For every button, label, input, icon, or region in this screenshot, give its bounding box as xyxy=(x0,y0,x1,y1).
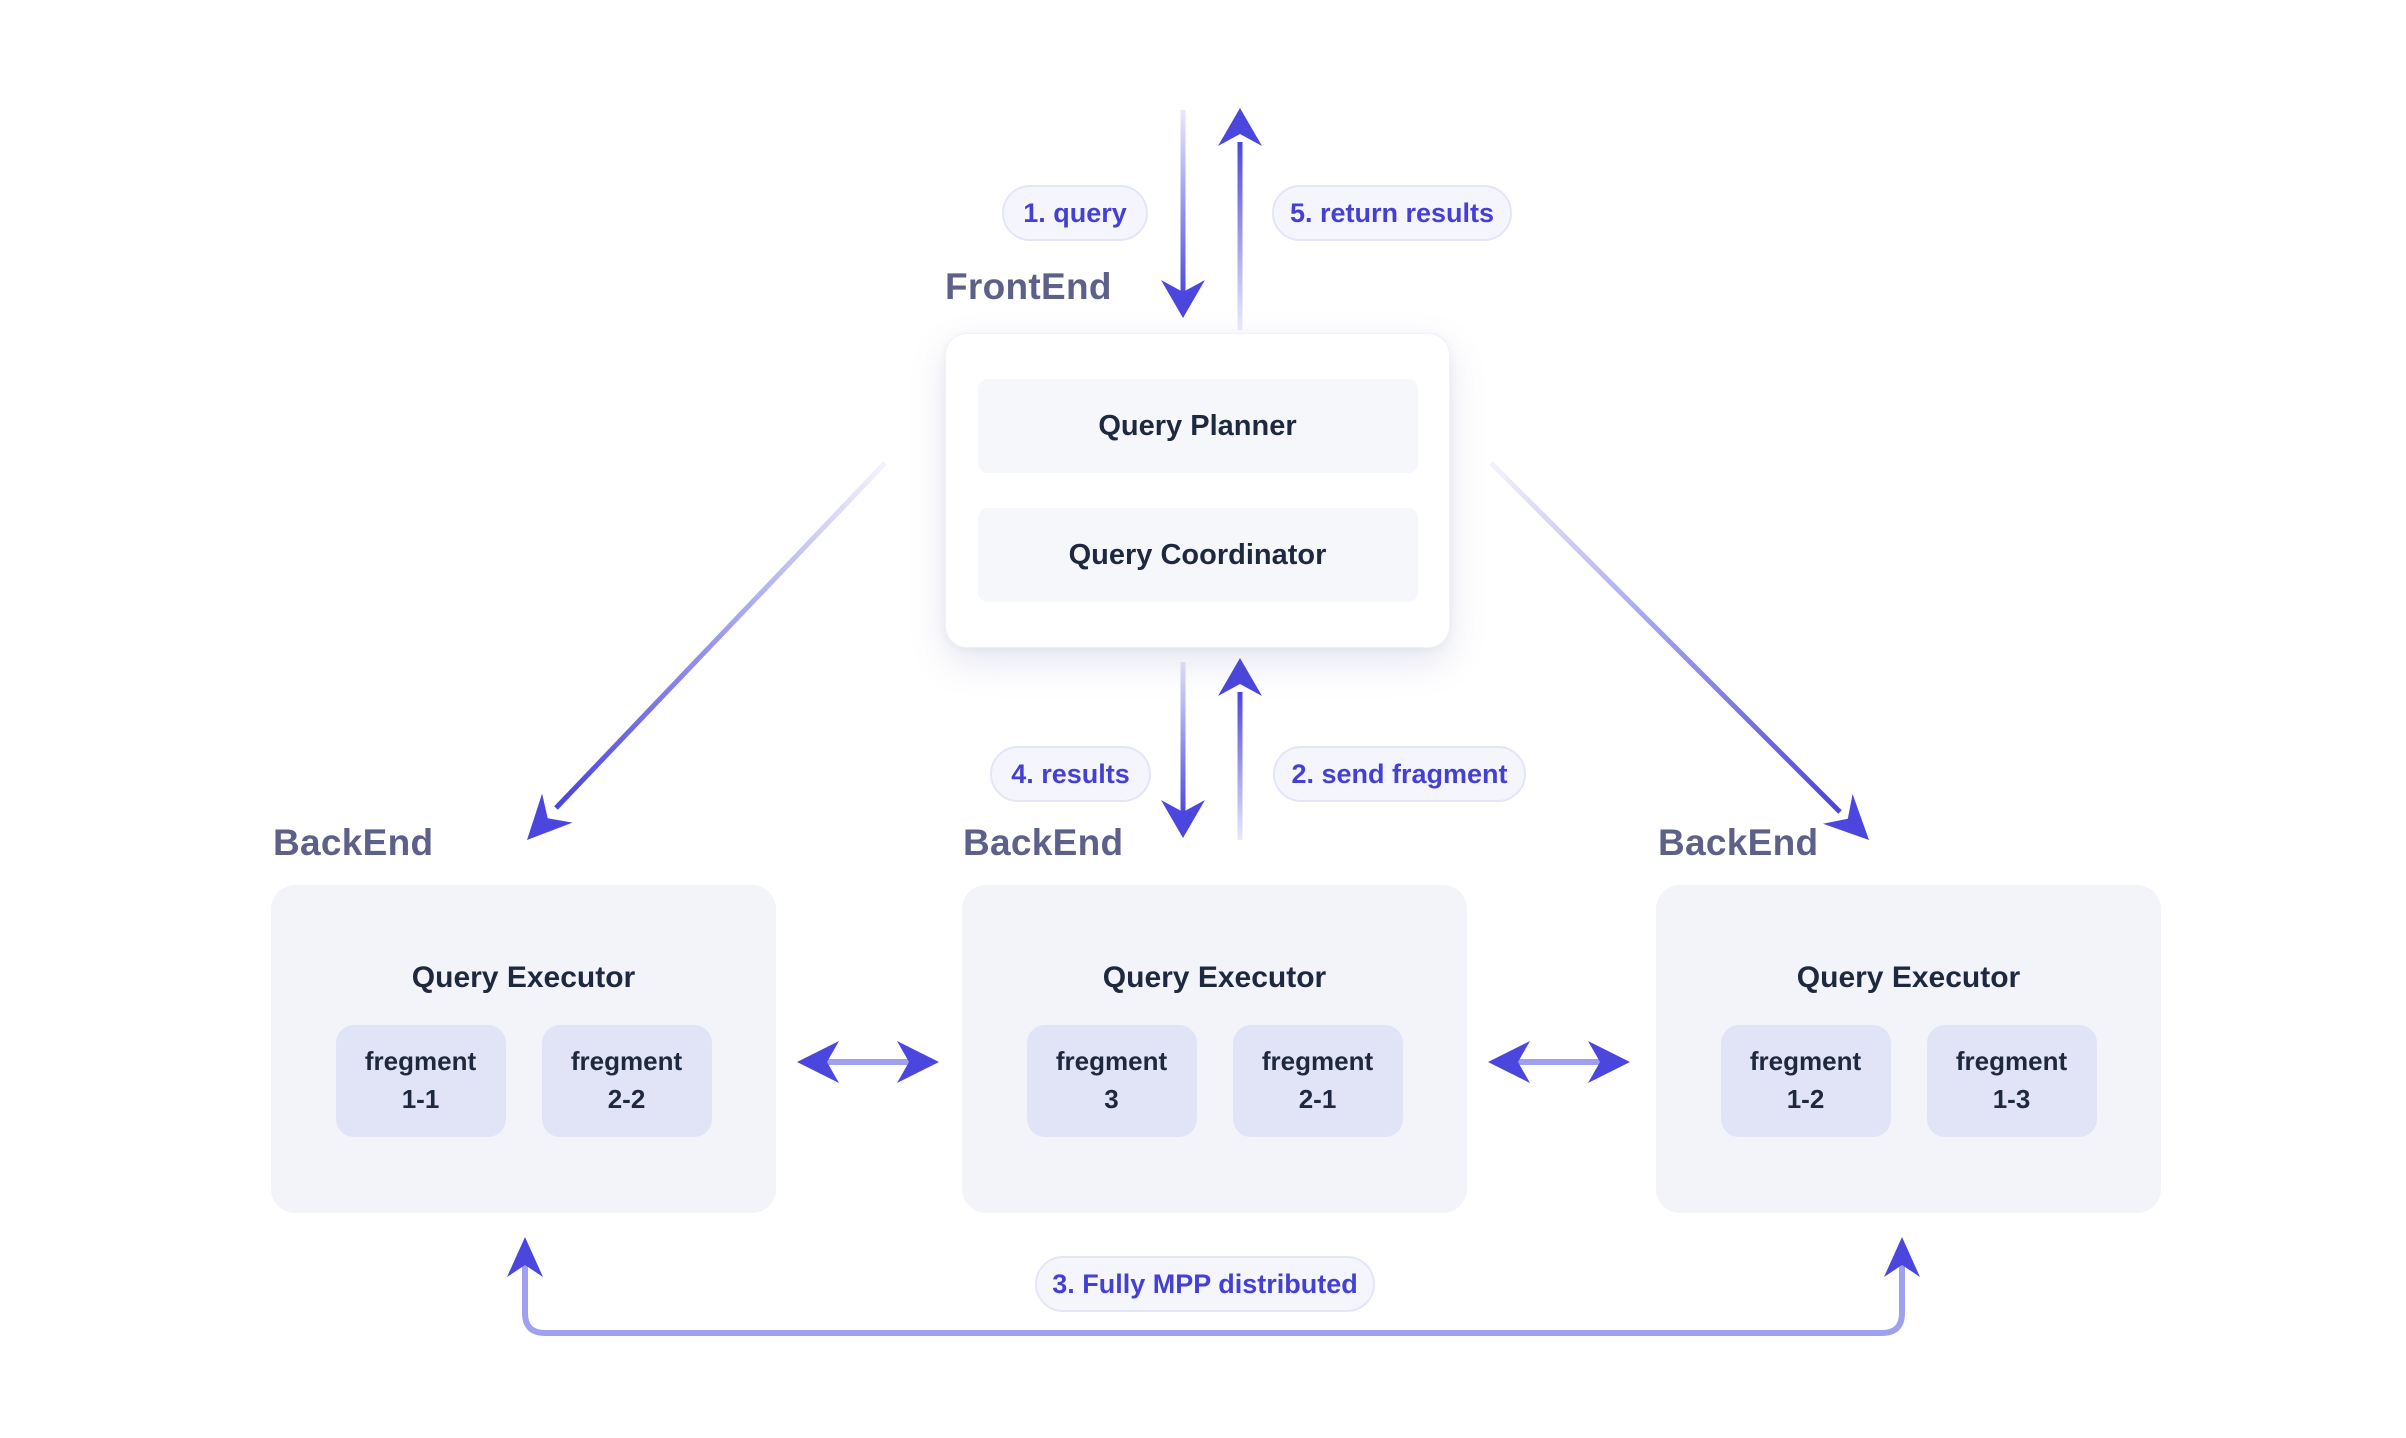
fragment-id: 1-3 xyxy=(1992,1084,2031,1114)
frontend-label: FrontEnd xyxy=(945,266,1112,307)
fragment-name: fregment xyxy=(364,1046,477,1077)
fragment-box: fregment 1-2 xyxy=(1720,1025,1891,1137)
query-executor-title: Query Executor xyxy=(1102,961,1327,994)
query-coordinator-label: Query Coordinator xyxy=(1068,538,1327,571)
query-flow-down-arrow xyxy=(1161,110,1205,318)
fragment-name: fregment xyxy=(1749,1046,1862,1077)
fragment-row: fregment 1-2 fregment 1-3 xyxy=(1720,1025,2097,1137)
frontend-card: Query Planner Query Coordinator xyxy=(945,333,1450,648)
fragment-box: fregment 1-3 xyxy=(1926,1025,2097,1137)
backend-left-box: Query Executor fregment 1-1 fregment 2-2 xyxy=(271,885,776,1213)
fragment-row: fregment 3 fregment 2-1 xyxy=(1026,1025,1403,1137)
fragment-id: 1-2 xyxy=(1786,1084,1825,1114)
frontend-to-right-backend-arrow xyxy=(1489,461,1869,840)
send-fragment-up-arrow xyxy=(1218,658,1262,840)
return-results-up-arrow xyxy=(1218,108,1262,330)
send-fragment-label-pill: 2. send fragment xyxy=(1273,746,1526,802)
fragment-box: fregment 1-1 xyxy=(335,1025,506,1137)
fragment-box: fregment 2-1 xyxy=(1232,1025,1403,1137)
backend-middle-box: Query Executor fregment 3 fregment 2-1 xyxy=(962,885,1467,1213)
query-label-pill: 1. query xyxy=(1002,185,1148,241)
backend-right-box: Query Executor fregment 1-2 fregment 1-3 xyxy=(1656,885,2161,1213)
fragment-name: fregment xyxy=(570,1046,683,1077)
middle-right-shuffle-arrow xyxy=(1488,1041,1630,1083)
return-results-label-pill: 5. return results xyxy=(1272,185,1512,241)
backend-right-label: BackEnd xyxy=(1658,822,1819,863)
backend-middle-label: BackEnd xyxy=(963,822,1124,863)
fragment-id: 2-1 xyxy=(1298,1084,1337,1114)
query-planner-label: Query Planner xyxy=(1098,409,1297,442)
left-middle-shuffle-arrow xyxy=(797,1041,939,1083)
fragment-id: 3 xyxy=(1104,1084,1119,1114)
mpp-distributed-label-pill: 3. Fully MPP distributed xyxy=(1035,1256,1375,1312)
fragment-name: fregment xyxy=(1955,1046,2068,1077)
fragment-id: 2-2 xyxy=(607,1084,646,1114)
results-down-arrow xyxy=(1161,662,1205,838)
fragment-name: fregment xyxy=(1055,1046,1168,1077)
frontend-to-left-backend-arrow xyxy=(527,461,887,840)
fragment-box: fregment 3 xyxy=(1026,1025,1197,1137)
backend-left-label: BackEnd xyxy=(273,822,434,863)
fragment-name: fregment xyxy=(1261,1046,1374,1077)
fragment-id: 1-1 xyxy=(401,1084,440,1114)
fragment-box: fregment 2-2 xyxy=(541,1025,712,1137)
query-executor-title: Query Executor xyxy=(1796,961,2021,994)
fragment-row: fregment 1-1 fregment 2-2 xyxy=(335,1025,712,1137)
results-label-pill: 4. results xyxy=(990,746,1151,802)
query-executor-title: Query Executor xyxy=(411,961,636,994)
query-coordinator-box: Query Coordinator xyxy=(977,508,1418,602)
query-planner-box: Query Planner xyxy=(977,379,1418,473)
